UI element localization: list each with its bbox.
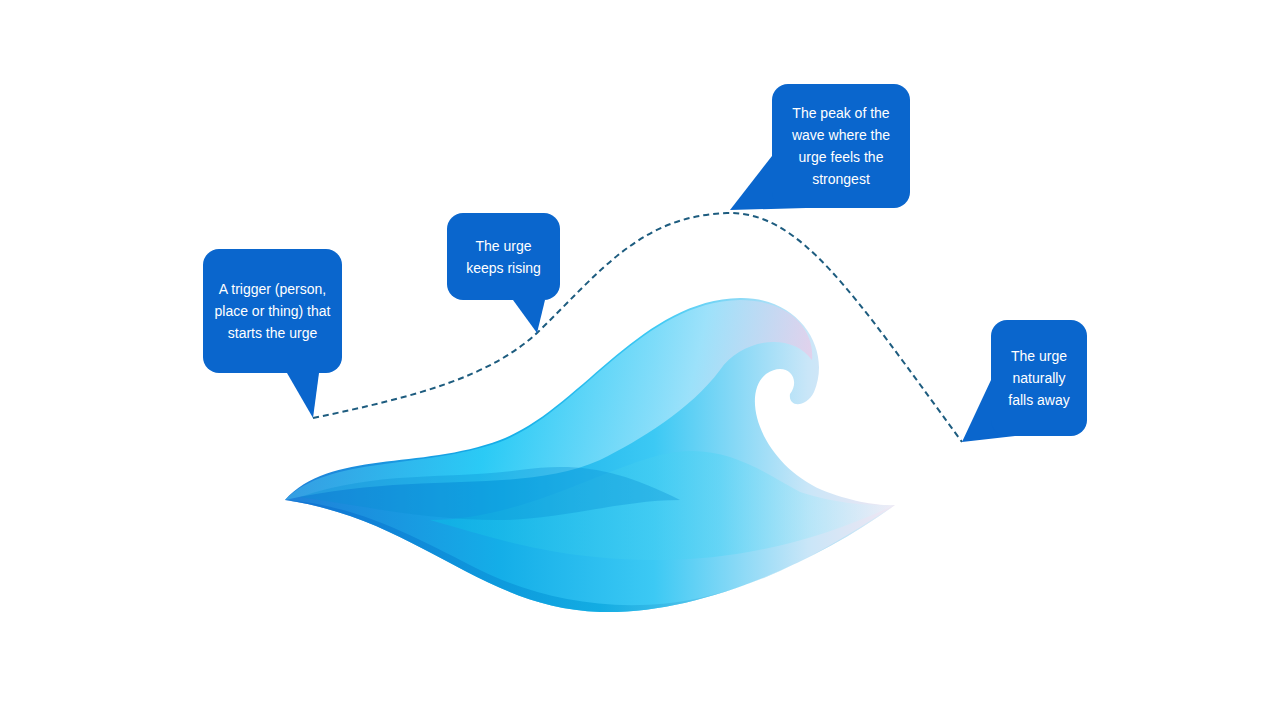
callout-text: The urge naturally falls away: [1001, 345, 1077, 411]
callout-text: A trigger (person, place or thing) that …: [213, 278, 332, 344]
wave-body: [285, 298, 895, 612]
callout-tail: [513, 300, 545, 333]
callout-text: The peak of the wave where the urge feel…: [782, 102, 900, 190]
callout-box: The peak of the wave where the urge feel…: [772, 84, 910, 208]
callout-box: The urge keeps rising: [447, 213, 560, 300]
wave-dark-band: [300, 467, 680, 520]
callout-text: The urge keeps rising: [457, 235, 550, 279]
wave-low-layer: [285, 500, 895, 612]
callout-tail: [287, 373, 319, 418]
callout-box: The urge naturally falls away: [991, 320, 1087, 436]
urge-curve: [313, 213, 962, 442]
callout-box: A trigger (person, place or thing) that …: [203, 249, 342, 373]
